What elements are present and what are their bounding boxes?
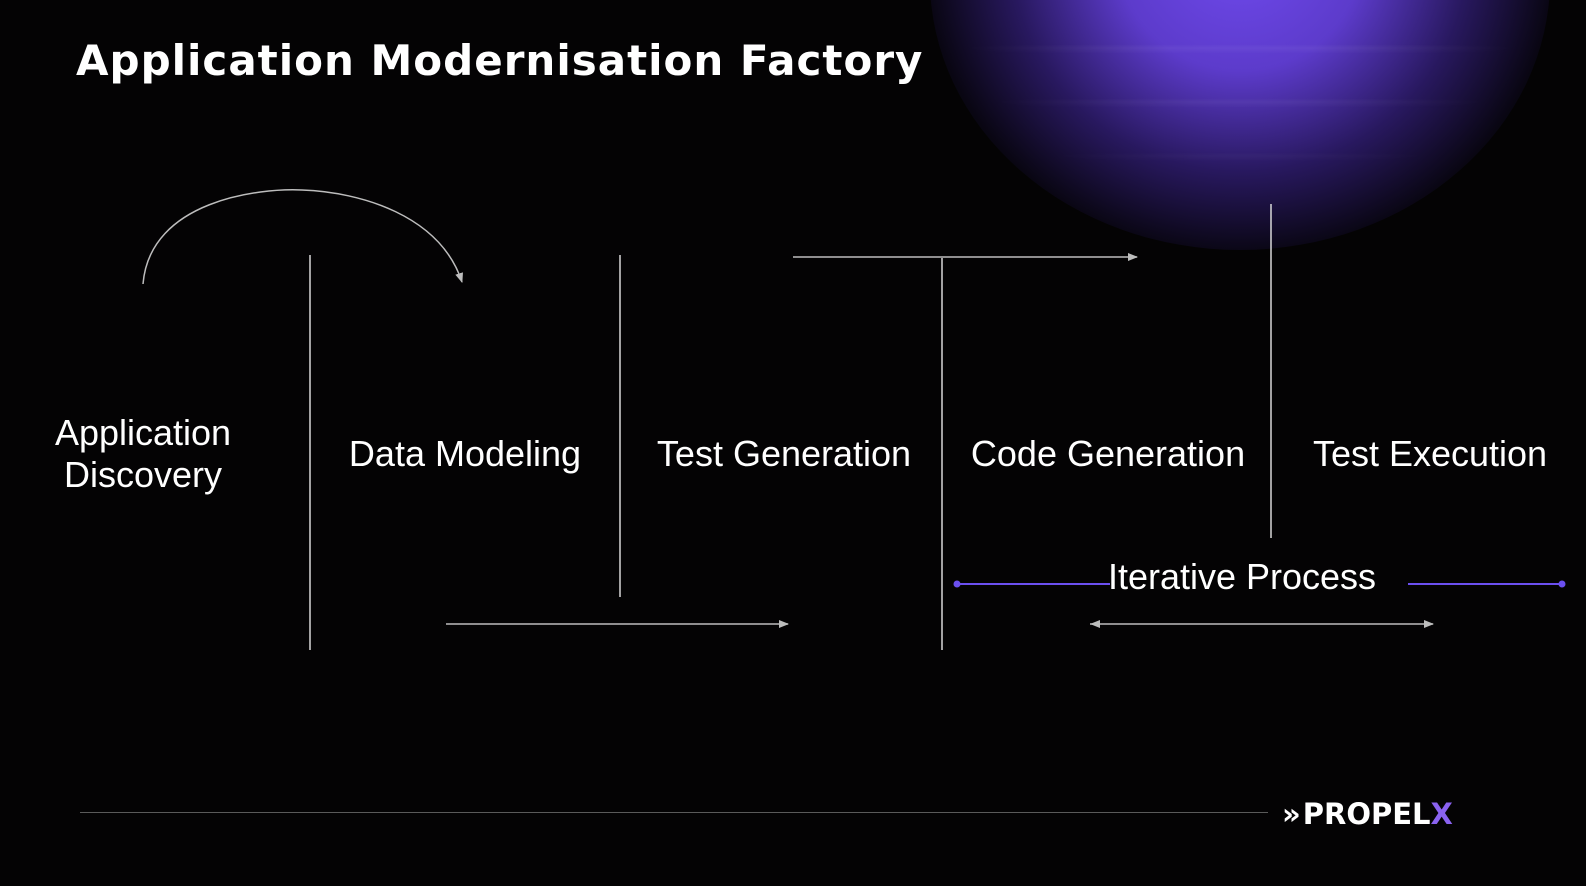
iterative-process-label: Iterative Process (1107, 556, 1377, 597)
stage-label-line: Application Discovery (54, 412, 232, 495)
iterative-dot-left (953, 580, 961, 588)
logo-word: PROPEL (1302, 797, 1431, 831)
iterative-dot-right (1558, 580, 1566, 588)
stage-data-modeling: Data Modeling (330, 433, 600, 475)
stage-code-generation: Code Generation (958, 433, 1258, 475)
logo-chevrons-icon: » (1282, 797, 1301, 831)
propelx-logo: » PROPEL X (1282, 794, 1453, 834)
stage-label-line: Test Execution (1312, 433, 1548, 474)
stage-application-discovery: Application Discovery (40, 412, 246, 496)
stage-label-line: Test Generation (656, 433, 912, 474)
stage-test-generation: Test Generation (640, 433, 928, 475)
stage-label-line: Code Generation (970, 433, 1246, 474)
logo-accent: X (1430, 797, 1453, 831)
slide-title: Application Modernisation Factory (76, 36, 924, 85)
curved-arrow (142, 189, 463, 285)
arrow-tick (1090, 620, 1100, 628)
stage-label-line: Data Modeling (348, 433, 582, 474)
glow-bands (940, 0, 1540, 220)
stage-test-execution: Test Execution (1290, 433, 1570, 475)
footer-divider (80, 812, 1268, 813)
